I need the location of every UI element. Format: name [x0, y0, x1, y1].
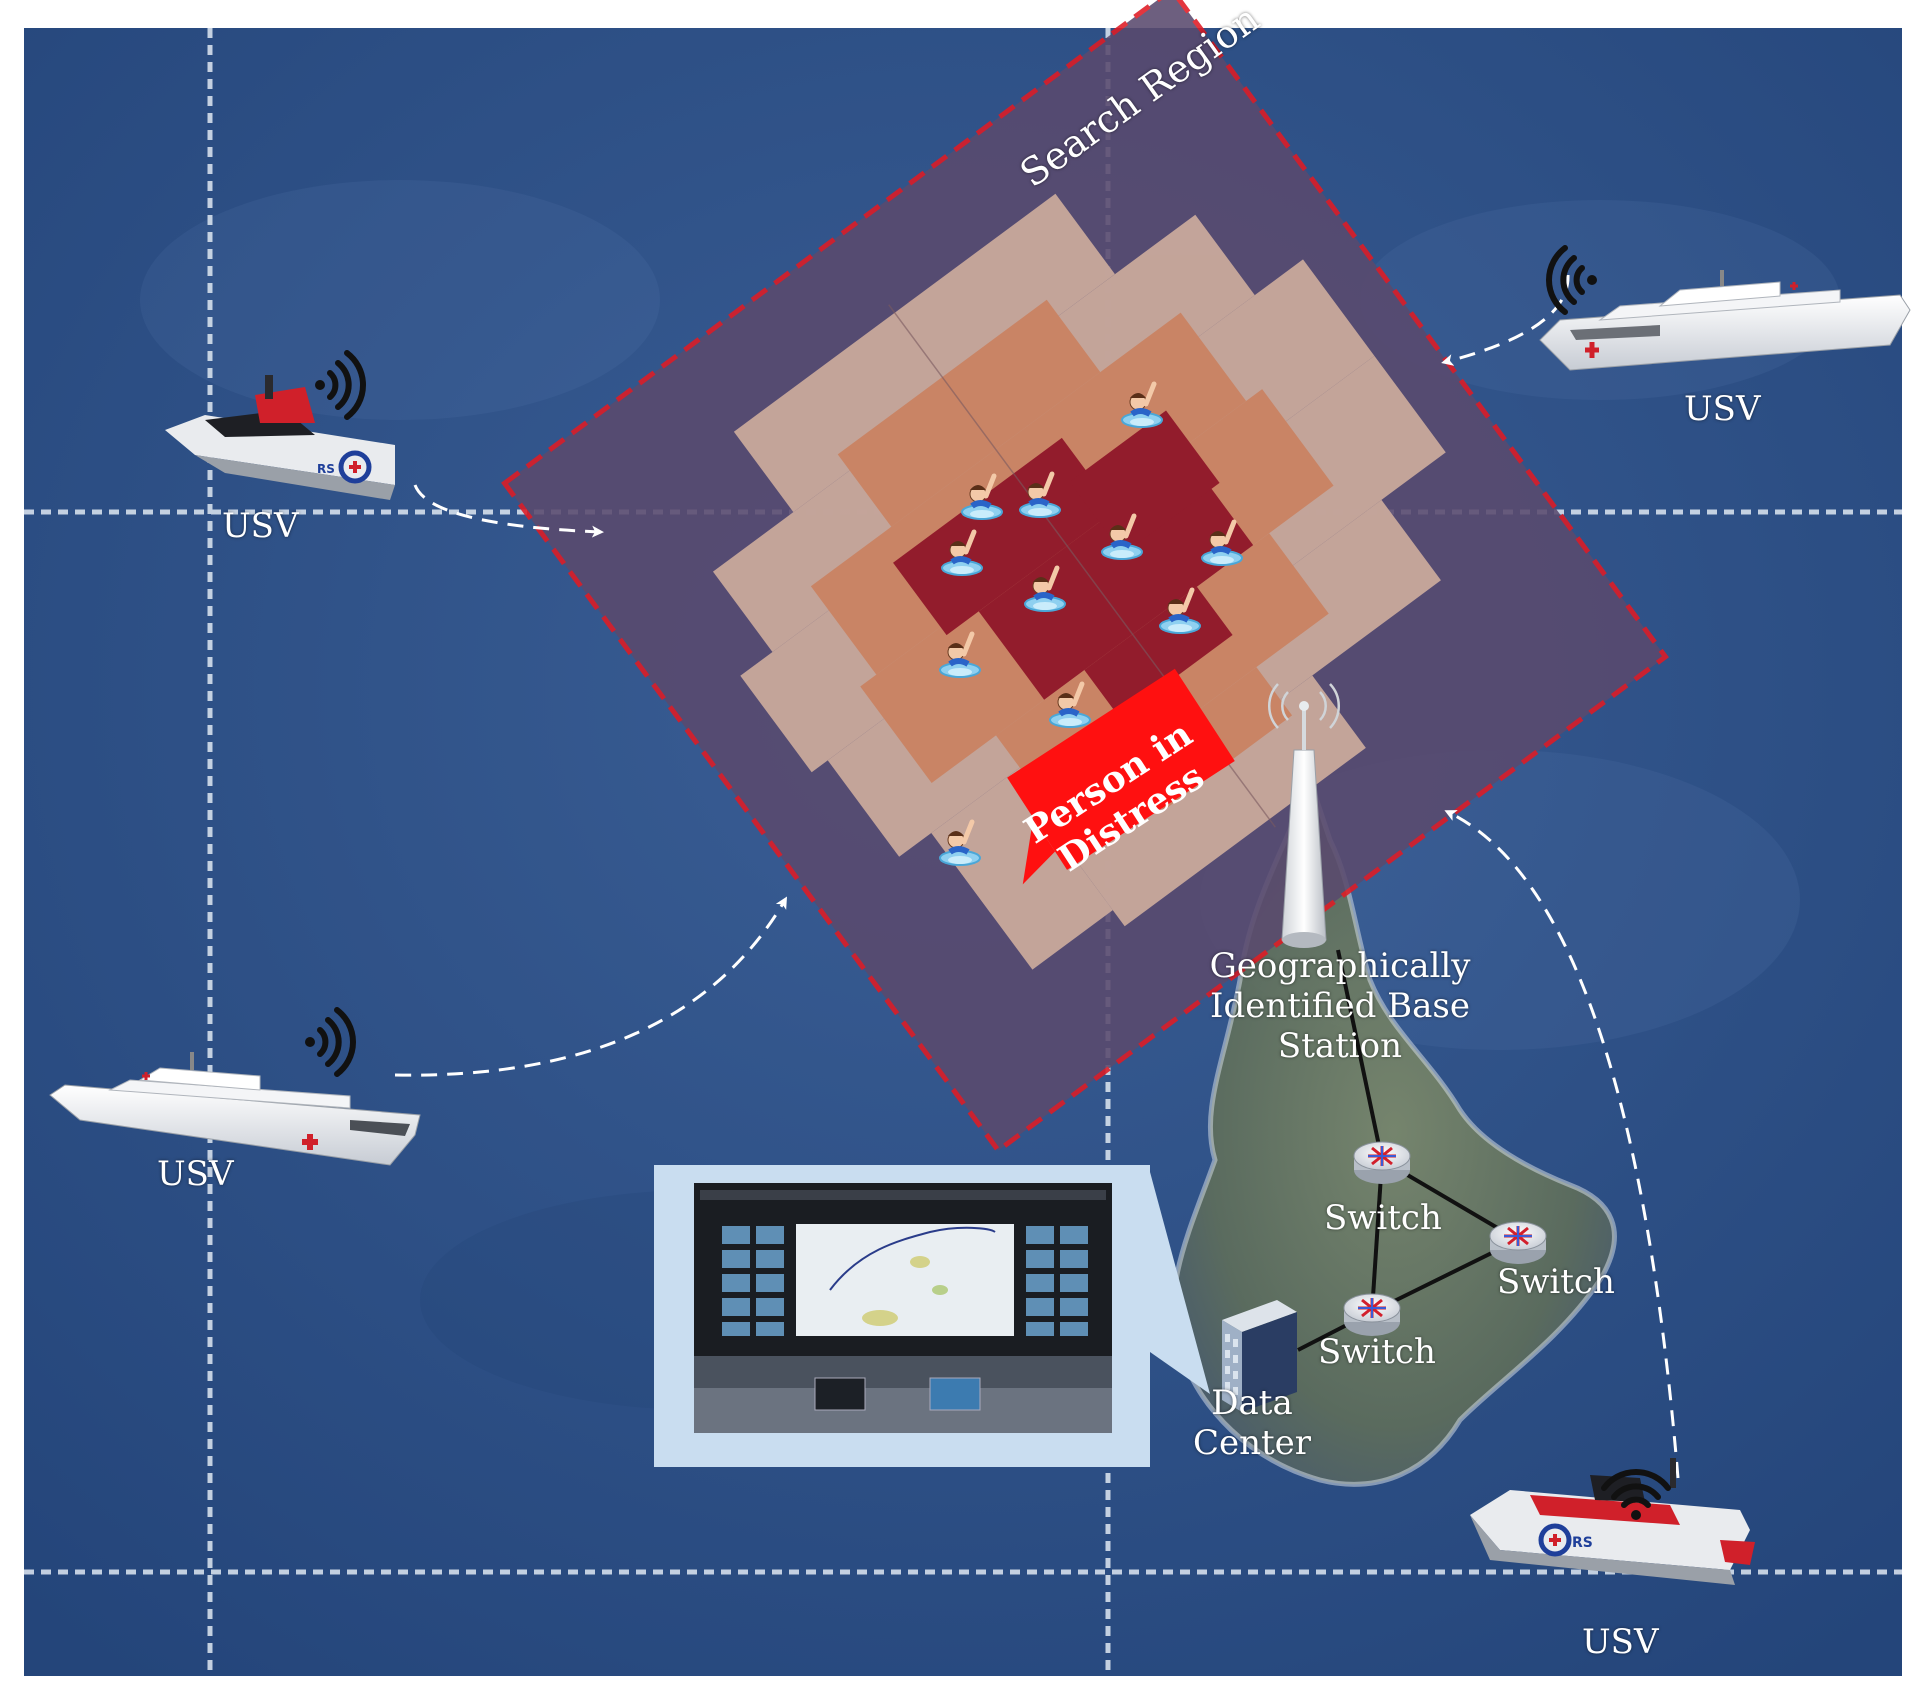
- usv-icon: [49, 1052, 421, 1166]
- base-station-label-line-3: Station: [1277, 1026, 1403, 1067]
- switch-label-top: Switch: [1324, 1198, 1442, 1238]
- network-switch-icon: [1352, 1140, 1412, 1186]
- usv-label-left-bottom: USV: [157, 1154, 234, 1194]
- control-room-callout: [654, 1165, 1210, 1467]
- network-switch-icon: [1488, 1220, 1548, 1266]
- wifi-signal-icon: [1601, 1469, 1671, 1520]
- distress-badge: [1007, 668, 1235, 885]
- switch-label-bottom: Switch: [1318, 1332, 1436, 1372]
- usv-icon: [1539, 270, 1911, 371]
- usv-label-right-bottom: USV: [1582, 1622, 1659, 1662]
- base-station-label: Geographically Identified Base Station: [1190, 946, 1490, 1066]
- svg-text:RS: RS: [1572, 1535, 1593, 1551]
- base-station-label-line-2: Identified Base: [1210, 986, 1470, 1027]
- usv-icon: RS: [165, 375, 395, 500]
- usv-icon: RS: [1470, 1458, 1755, 1585]
- probability-high-cells: [893, 410, 1254, 719]
- base-station-label-line-1: Geographically: [1209, 946, 1471, 986]
- antenna-tower-icon: [1268, 683, 1340, 948]
- usv-label-right-top: USV: [1684, 389, 1761, 429]
- control-room-monitor-icon: [694, 1183, 1112, 1433]
- data-center-label: Data Center: [1192, 1383, 1312, 1463]
- network-switch-icon: [1342, 1292, 1402, 1338]
- island-shore: [1171, 772, 1617, 1487]
- data-center-label-line-1: Data: [1211, 1383, 1293, 1423]
- data-center-label-line-2: Center: [1192, 1423, 1312, 1464]
- usv-label-left-top: USV: [222, 506, 299, 546]
- switch-label-right: Switch: [1497, 1262, 1615, 1302]
- svg-text:RS: RS: [317, 462, 335, 476]
- server-building-icon: [1222, 1300, 1297, 1412]
